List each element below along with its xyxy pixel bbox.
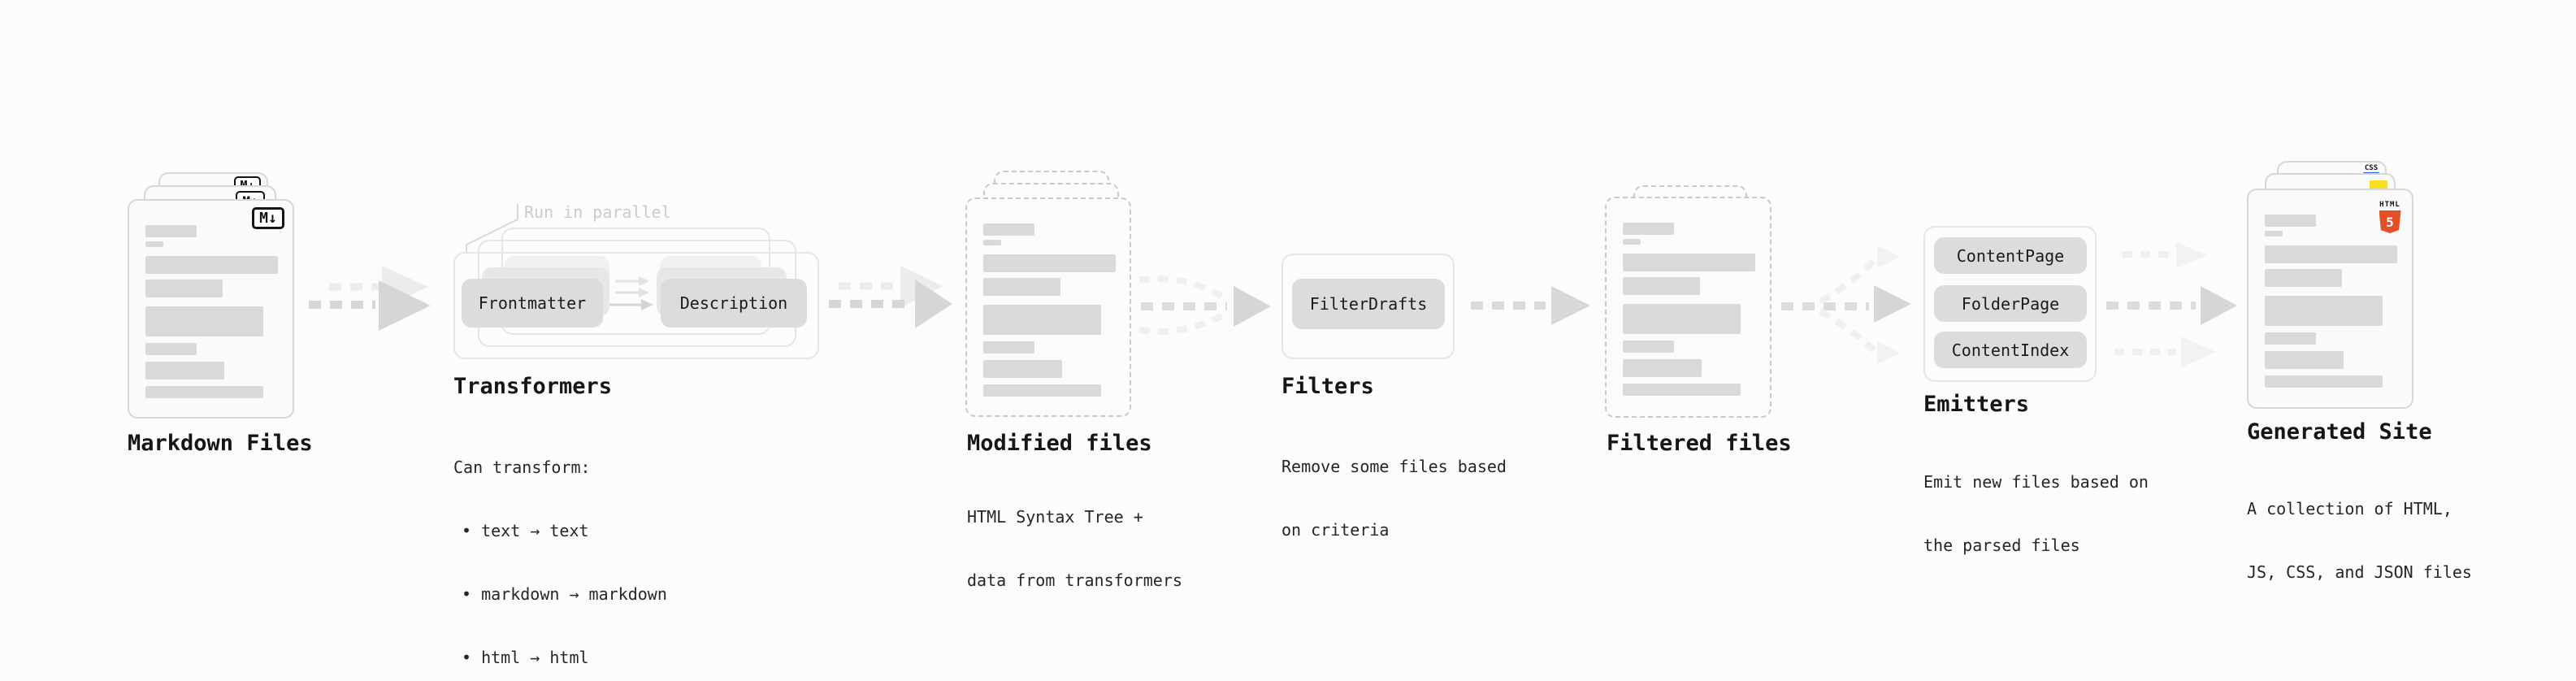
markdown-doc-front: M↓ [128,199,294,419]
description-line: JS, CSS, and JSON files [2247,562,2472,582]
placeholder-bar [2265,215,2316,227]
bullet-html-to-html: • html → html [462,648,589,667]
placeholder-bar [2265,351,2344,369]
generated-site-description: A collection of HTML, JS, CSS, and JSON … [2247,456,2472,625]
placeholder-bar [1623,239,1641,245]
placeholder-bar [1623,359,1702,377]
transformer-pill-description: Description [661,279,807,327]
arrow-modified-to-filters-merge [1138,275,1271,335]
placeholder-bar [145,306,263,336]
html5-icon-shield: 5 [2379,210,2401,233]
filtered-doc-front [1605,197,1772,418]
description-line: on criteria [1281,520,1390,540]
placeholder-bar [1623,340,1674,353]
placeholder-bar [2265,269,2342,287]
placeholder-bar [1623,277,1700,295]
placeholder-bar [983,240,1001,245]
placeholder-bar [2265,245,2397,263]
placeholder-bar [145,280,223,297]
placeholder-bar [983,341,1034,354]
transformer-box-front [453,252,819,359]
arrow-transformers-to-modified [829,266,952,328]
transformer-pill-frontmatter: Frontmatter [462,279,603,327]
placeholder-bar [145,343,197,355]
filtered-files-label: Filtered files [1607,431,1792,456]
generated-site-label: Generated Site [2247,419,2432,445]
description-line: A collection of HTML, [2247,499,2452,518]
description-line: the parsed files [1923,536,2080,555]
placeholder-bar [145,241,163,247]
emitter-pill-contentindex: ContentIndex [1934,332,2087,368]
placeholder-bar [145,386,263,398]
can-transform-heading: Can transform: [453,458,591,477]
arrow-filtered-to-emitters-fanout [1781,245,1911,364]
placeholder-bar [983,223,1034,236]
bullet-markdown-to-markdown: • markdown → markdown [462,584,667,604]
description-line: HTML Syntax Tree + [967,507,1143,527]
markdown-files-label: Markdown Files [128,431,313,456]
filter-pill-filterdrafts: FilterDrafts [1292,279,1445,329]
transformers-description: Can transform: • text → text • markdown … [453,414,667,681]
placeholder-bar [1623,304,1741,334]
placeholder-bar [983,278,1060,296]
emitters-label: Emitters [1923,392,2030,417]
emitter-pill-contentpage: ContentPage [1934,237,2087,274]
placeholder-bar [1623,223,1674,235]
description-line: Emit new files based on [1923,472,2149,492]
css-icon-label: CSS [2364,164,2379,172]
placeholder-bar [983,305,1101,335]
html5-icon: HTML 5 [2379,194,2401,233]
markdown-icon: M↓ [252,207,284,229]
bullet-text-to-text: • text → text [462,521,589,540]
placeholder-bar [2265,296,2383,326]
placeholder-bar [2265,375,2383,388]
placeholder-bar [2265,332,2316,345]
arrow-emitters-to-generated [2106,242,2237,367]
filters-box [1281,254,1455,359]
filters-description: Remove some files based on criteria [1281,414,1507,583]
description-line: Remove some files based [1281,457,1507,476]
placeholder-bar [983,360,1062,378]
placeholder-bar [1623,254,1755,271]
run-in-parallel-callout: Run in parallel [524,202,671,222]
emitters-description: Emit new files based on the parsed files [1923,429,2149,598]
arrow-markdown-to-transformers [309,266,431,331]
emitter-pill-folderpage: FolderPage [1934,285,2087,322]
placeholder-bar [1623,384,1741,396]
placeholder-bar [2265,231,2283,236]
html5-icon-text: HTML [2379,201,2400,209]
generated-doc-html: HTML 5 [2247,189,2413,409]
filters-label: Filters [1281,374,1374,399]
modified-files-label: Modified files [967,431,1152,456]
placeholder-bar [983,254,1116,272]
placeholder-bar [983,384,1101,397]
placeholder-bar [145,225,197,237]
description-line: data from transformers [967,570,1182,590]
placeholder-bar [145,362,224,380]
modified-files-description: HTML Syntax Tree + data from transformer… [967,464,1182,633]
transformers-label: Transformers [453,374,613,399]
modified-doc-front [965,197,1131,417]
emitters-box [1923,226,2097,382]
placeholder-bar [145,256,278,274]
arrow-filters-to-filtered [1471,286,1590,325]
